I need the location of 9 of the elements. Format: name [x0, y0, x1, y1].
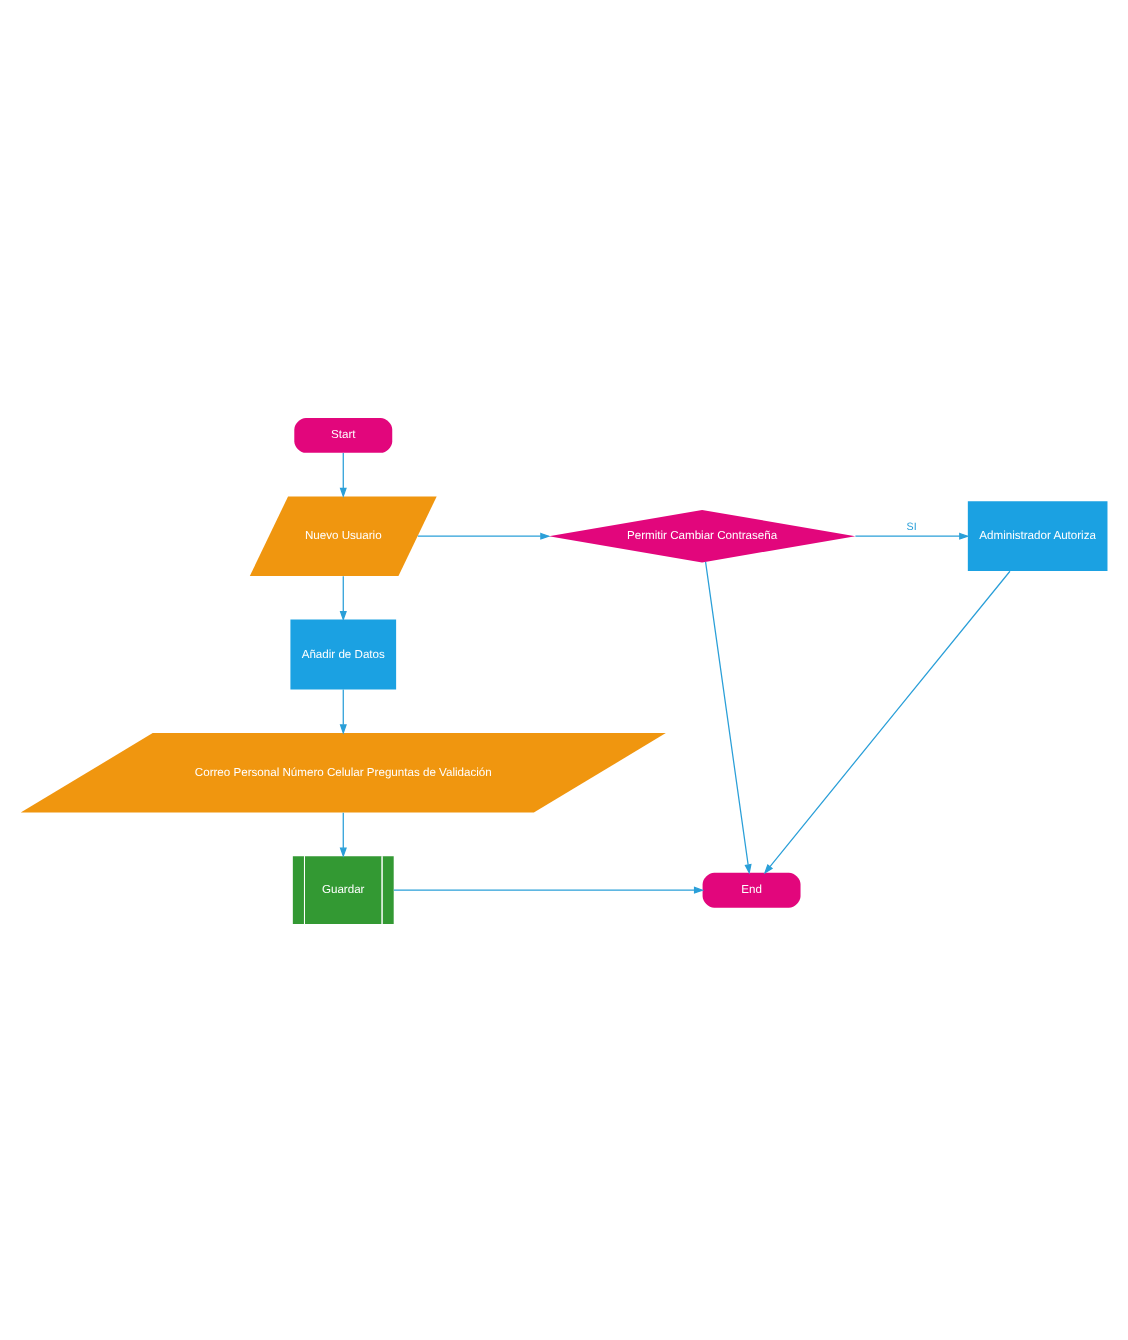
arrow	[417, 531, 551, 539]
arrow	[854, 531, 970, 539]
arrow	[339, 451, 347, 498]
arrow	[339, 687, 347, 734]
arrow	[763, 569, 1011, 874]
arrow	[704, 560, 752, 874]
arrow	[393, 885, 705, 893]
arrow	[339, 574, 347, 621]
arrow	[339, 811, 347, 857]
